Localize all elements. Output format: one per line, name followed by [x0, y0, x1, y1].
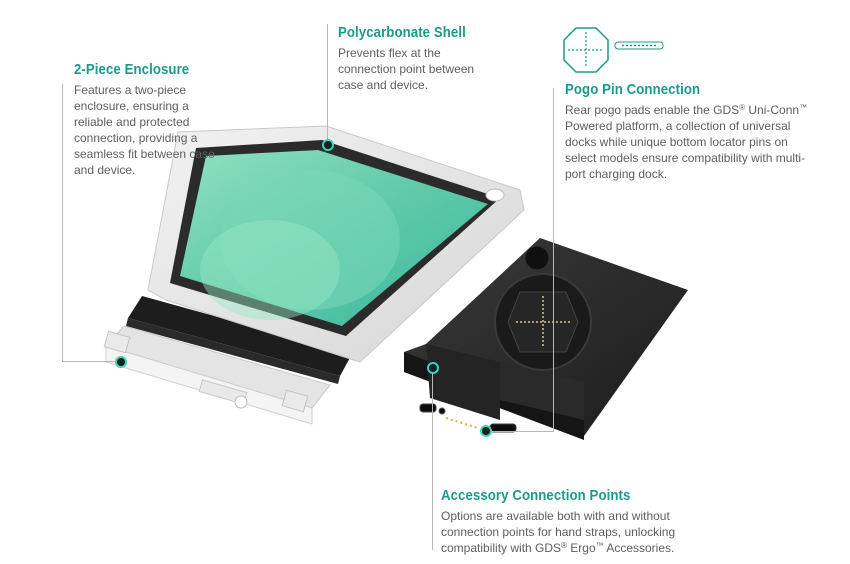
pogo-pin-strip-icon [614, 41, 664, 50]
shell-leader [327, 24, 328, 142]
enclosure-description: Features a two-piece enclosure, ensuring… [74, 83, 215, 177]
enclosure-marker [115, 356, 127, 368]
pogo-description: Rear pogo pads enable the GDS® Uni-Conn™… [565, 103, 808, 181]
pogo-leader-vertical [553, 88, 554, 432]
shell-title: Polycarbonate Shell [338, 24, 466, 41]
enclosure-leader-horizontal [62, 361, 118, 362]
shell-description: Prevents flex at the connection point be… [338, 46, 475, 92]
accessory-marker [427, 362, 439, 374]
tablet-device [126, 296, 352, 384]
enclosure-leader-vertical [62, 84, 63, 361]
pogo-pin-crosshair-icon [563, 27, 609, 73]
shell-marker [322, 139, 334, 151]
pogo-leader-horizontal [488, 431, 554, 432]
enclosure-title: 2-Piece Enclosure [74, 61, 190, 78]
pogo-title: Pogo Pin Connection [565, 81, 701, 98]
accessory-title: Accessory Connection Points [441, 487, 631, 504]
accessory-leader [432, 368, 433, 550]
rugged-case [404, 238, 688, 440]
polycarbonate-shell [147, 125, 525, 363]
accessory-description: Options are available both with and with… [441, 509, 676, 555]
pogo-marker [480, 425, 492, 437]
bottom-enclosure-piece [103, 325, 331, 425]
